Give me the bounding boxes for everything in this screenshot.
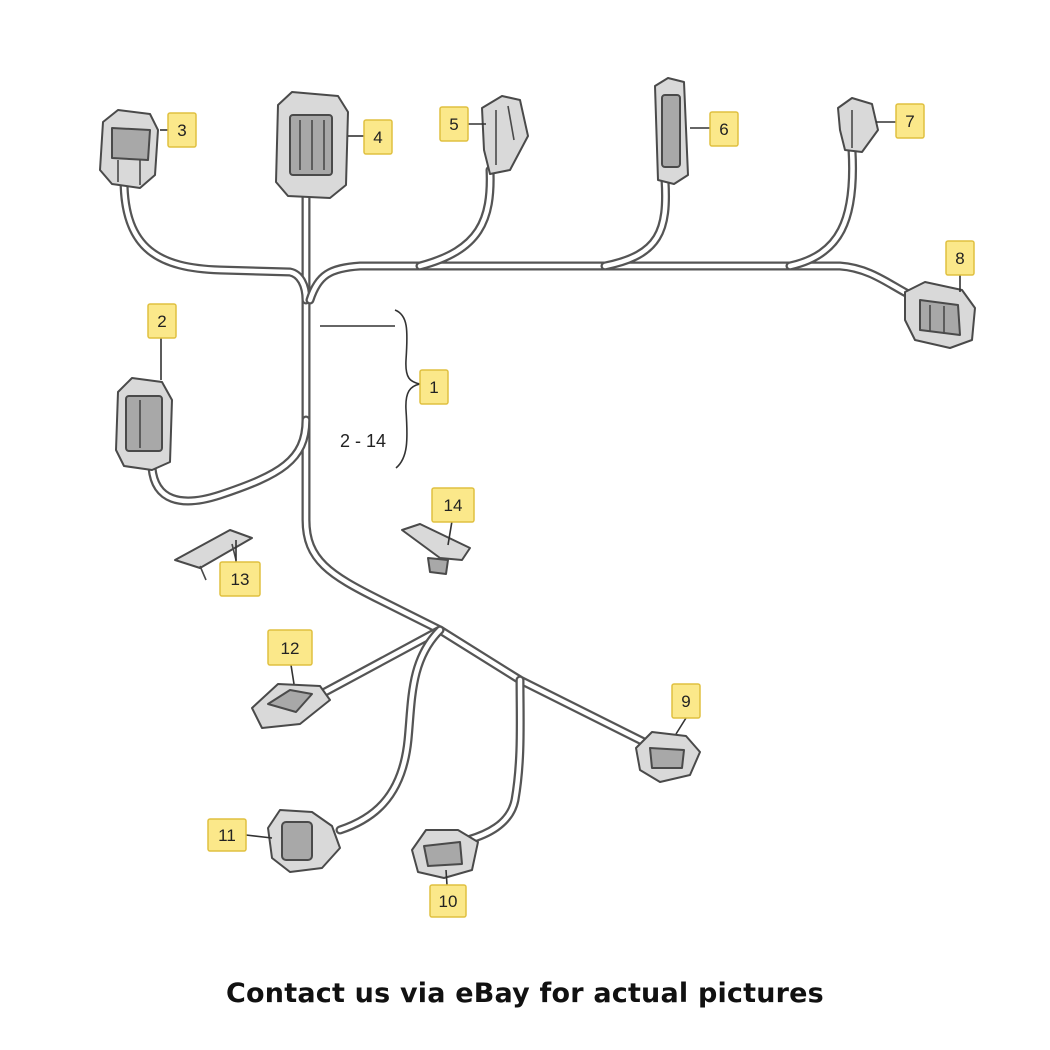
bracket-14 xyxy=(401,523,471,575)
callout-11: 11 xyxy=(207,818,247,852)
leader-lines xyxy=(160,121,961,886)
range-bracket: 2 - 14 xyxy=(320,309,421,469)
connector-8 xyxy=(904,281,976,349)
callout-14-label: 14 xyxy=(444,496,463,515)
callout-5: 5 xyxy=(439,106,469,142)
connector-9 xyxy=(635,731,701,783)
callout-9-label: 9 xyxy=(681,692,690,711)
callout-11-label: 11 xyxy=(218,826,236,845)
callout-12-label: 12 xyxy=(281,639,300,658)
callout-8: 8 xyxy=(945,240,975,276)
contact-caption: Contact us via eBay for actual pictures xyxy=(226,978,824,1009)
bracket-13 xyxy=(174,529,253,581)
connector-6 xyxy=(654,77,689,185)
callout-4-label: 4 xyxy=(373,128,382,147)
callout-8-label: 8 xyxy=(955,249,964,268)
connector-12 xyxy=(251,683,331,729)
callout-1-label: 1 xyxy=(429,378,438,397)
callout-2: 2 xyxy=(147,303,177,339)
callout-2-label: 2 xyxy=(157,312,166,331)
callout-6: 6 xyxy=(709,111,739,147)
callout-4: 4 xyxy=(363,119,393,155)
callout-10: 10 xyxy=(429,884,467,918)
callout-7: 7 xyxy=(895,103,925,139)
callout-12: 12 xyxy=(267,629,313,666)
callout-7-label: 7 xyxy=(905,112,914,131)
connector-5 xyxy=(481,95,529,175)
callout-5-label: 5 xyxy=(449,115,458,134)
callout-14: 14 xyxy=(431,487,475,523)
connector-3 xyxy=(99,109,159,189)
callout-10-label: 10 xyxy=(439,892,458,911)
callout-3-label: 3 xyxy=(177,121,186,140)
callout-9: 9 xyxy=(671,683,701,719)
callout-13-label: 13 xyxy=(231,570,250,589)
range-label: 2 - 14 xyxy=(340,431,386,451)
connector-11 xyxy=(267,809,341,873)
connector-4 xyxy=(275,91,349,199)
callout-1: 1 xyxy=(419,369,449,405)
callout-13: 13 xyxy=(219,561,261,597)
harness-wires xyxy=(119,145,915,845)
connector-10 xyxy=(411,829,479,879)
callout-6-label: 6 xyxy=(719,120,728,139)
connector-2 xyxy=(115,377,173,471)
callout-3: 3 xyxy=(167,112,197,148)
connector-7 xyxy=(837,97,879,153)
